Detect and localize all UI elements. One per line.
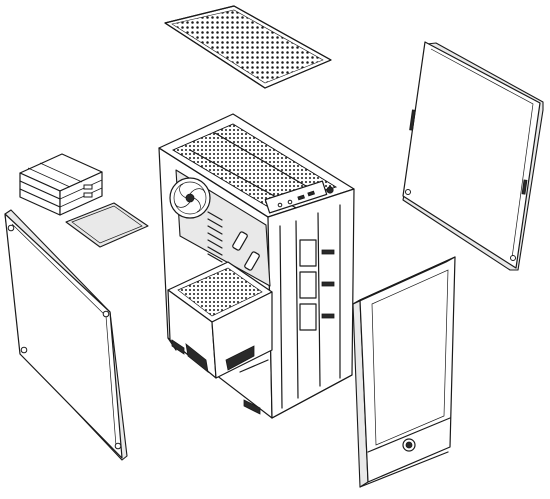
- front-panel: [352, 256, 456, 488]
- drive-cover-plate: [65, 202, 149, 248]
- drive-cage: [19, 153, 103, 216]
- expansion-slots: [207, 211, 223, 263]
- fan-icon: [169, 177, 211, 219]
- logo-badge-icon: [402, 438, 416, 452]
- tempered-glass-side-panel: [4, 209, 128, 461]
- chassis-frame: [158, 113, 355, 419]
- top-dust-filter: [164, 5, 332, 89]
- right-side-panel: [402, 41, 544, 271]
